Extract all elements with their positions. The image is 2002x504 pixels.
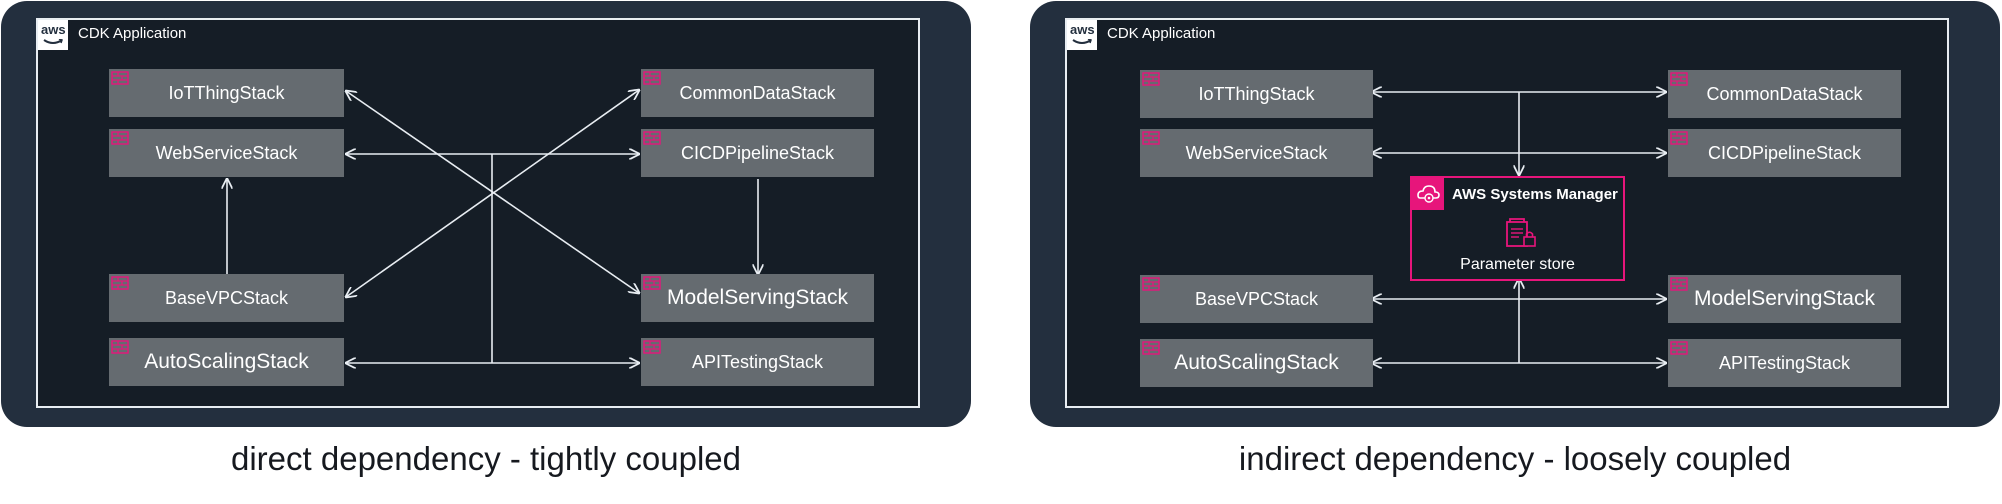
stack-label: WebServiceStack	[155, 142, 298, 163]
stack-label: ModelServingStack	[1694, 287, 1875, 310]
stack-label: APITestingStack	[1718, 352, 1851, 373]
cloudformation-stack-icon	[1670, 131, 1688, 145]
stack-iot: IoTThingStack	[1140, 70, 1373, 118]
dependency-arrows	[1030, 1, 2000, 427]
stack-label: BaseVPCStack	[164, 287, 289, 308]
cloudformation-stack-icon	[1670, 277, 1688, 291]
stack-base: BaseVPCStack	[109, 274, 344, 322]
stack-common: CommonDataStack	[641, 69, 874, 117]
cloudformation-stack-icon	[111, 276, 129, 290]
stack-cicd: CICDPipelineStack	[641, 129, 874, 177]
cloudformation-stack-icon	[643, 276, 661, 290]
stack-api: APITestingStack	[641, 338, 874, 386]
cloudformation-stack-icon	[1142, 341, 1160, 355]
stack-model: ModelServingStack	[641, 274, 874, 322]
cloudformation-stack-icon	[643, 131, 661, 145]
caption-direct: direct dependency - tightly coupled	[231, 440, 741, 477]
cloudformation-stack-icon	[643, 340, 661, 354]
stack-label: BaseVPCStack	[1194, 288, 1319, 309]
stack-label: WebServiceStack	[1185, 142, 1328, 163]
left-panel: aws CDK Application	[1, 1, 971, 427]
stack-label: AutoScalingStack	[144, 350, 309, 373]
stack-auto: AutoScalingStack	[109, 338, 344, 386]
caption-indirect: indirect dependency - loosely coupled	[1238, 440, 1792, 477]
stack-common: CommonDataStack	[1668, 70, 1901, 118]
aws-logo-text: aws	[41, 22, 66, 37]
cloudformation-stack-icon	[643, 71, 661, 85]
stack-label: CICDPipelineStack	[1707, 142, 1862, 163]
stack-iot: IoTThingStack	[109, 69, 344, 117]
stack-web: WebServiceStack	[1140, 129, 1373, 177]
cloudformation-stack-icon	[1670, 72, 1688, 86]
stack-label: CommonDataStack	[1706, 83, 1863, 104]
stack-base: BaseVPCStack	[1140, 275, 1373, 323]
stack-cicd: CICDPipelineStack	[1668, 129, 1901, 177]
app-label: CDK Application	[1107, 25, 1216, 42]
cloudformation-stack-icon	[1142, 277, 1160, 291]
stack-auto: AutoScalingStack	[1140, 339, 1373, 387]
parameter-store-label: Parameter store	[1460, 256, 1575, 273]
aws-logo-text: aws	[1070, 22, 1095, 37]
stack-api: APITestingStack	[1668, 339, 1901, 387]
aws-logo-icon: aws	[38, 20, 68, 50]
stack-web: WebServiceStack	[109, 129, 344, 177]
parameter-store-icon	[1506, 218, 1536, 247]
cloudformation-stack-icon	[1142, 72, 1160, 86]
app-label: CDK Application	[78, 25, 187, 42]
stack-model: ModelServingStack	[1668, 275, 1901, 323]
stack-label: CICDPipelineStack	[680, 142, 835, 163]
dependency-arrows	[1, 1, 971, 427]
systems-manager-icon	[1412, 178, 1444, 210]
aws-logo-icon: aws	[1067, 20, 1097, 50]
ssm-title: AWS Systems Manager	[1452, 186, 1618, 203]
stack-label: IoTThingStack	[1198, 83, 1315, 104]
cloudformation-stack-icon	[1670, 341, 1688, 355]
right-panel: aws CDK Application AWS Systems Manager	[1030, 1, 2000, 427]
stack-label: CommonDataStack	[679, 82, 836, 103]
stack-label: APITestingStack	[691, 351, 824, 372]
cloudformation-stack-icon	[1142, 131, 1160, 145]
systems-manager-parameter-store: AWS Systems Manager Parameter store	[1410, 176, 1625, 281]
cloudformation-stack-icon	[111, 340, 129, 354]
stack-label: ModelServingStack	[667, 286, 848, 309]
stack-label: AutoScalingStack	[1174, 351, 1339, 374]
stack-label: IoTThingStack	[168, 82, 285, 103]
cloudformation-stack-icon	[111, 71, 129, 85]
cloudformation-stack-icon	[111, 131, 129, 145]
